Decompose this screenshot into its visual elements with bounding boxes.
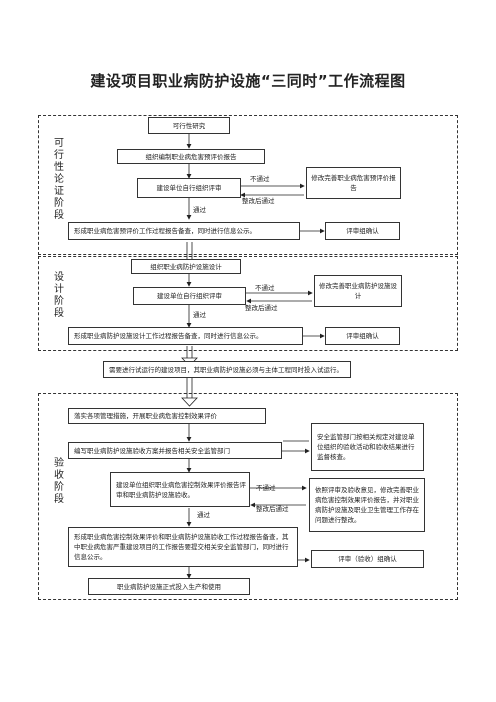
supervision-box: 安全监管部门按相关规定对建设单位组织的验收活动和验收结果进行监督核查。	[311, 423, 424, 471]
pass-label: 通过	[193, 311, 206, 319]
pass-label: 通过	[193, 206, 206, 214]
feasibility-study-box: 可行性研究	[148, 117, 230, 134]
acceptance-review-box: 建设单位组织职业病危害控制效果评价报告评审和职业病防护设施验收。	[110, 472, 250, 507]
stage-feasibility	[38, 115, 458, 255]
review-box: 建设单位自行组织评审	[137, 178, 241, 198]
revise-pass-label: 整改后通过	[245, 304, 278, 312]
prepare-pre-assessment-box: 组织编制职业病危害预评价报告	[117, 149, 265, 164]
acceptance-plan-box: 编写职业病防护设施验收方案并报告相关安全监管部门	[68, 442, 282, 459]
review-box: 建设单位自行组织评审	[133, 287, 246, 305]
stage2-label: 设计阶段	[54, 272, 64, 319]
revise-design-box: 修改完善职业病防护设施设计	[314, 275, 402, 307]
stage3-label: 验收阶段	[54, 458, 64, 505]
pass-label: 通过	[197, 511, 210, 519]
fail-label: 不通过	[255, 284, 275, 292]
stage-acceptance	[38, 393, 458, 600]
acceptance-confirm-box: 评审（验收）组确认	[311, 550, 424, 568]
revise-pass-label: 整改后通过	[256, 505, 289, 513]
page-title: 建设项目职业病防护设施“三同时”工作流程图	[90, 72, 406, 90]
result-box: 形成职业病危害预评价工作过程报告备查，同时进行信息公示。	[68, 222, 300, 240]
confirm-box: 评审组确认	[325, 222, 400, 240]
result-box: 形成职业病防护设施设计工作过程报告备查，同时进行信息公示。	[68, 327, 303, 345]
rectification-box: 依照评审及验收意见，修改完善职业病危害控制效果评价报告，并对职业病防护设施及职业…	[309, 478, 425, 532]
confirm-box: 评审组确认	[325, 327, 400, 345]
final-report-box: 形成职业病危害控制效果评价和职业病防护设施验收工作过程报告备查，其中职业病危害严…	[68, 527, 298, 567]
revise-pass-label: 整改后通过	[242, 197, 275, 205]
fail-label: 不通过	[250, 175, 270, 183]
formal-operation-box: 职业病防护设施正式投入生产和使用	[88, 578, 250, 595]
trial-run-note: 需要进行试运行的建设项目，其职业病防护设施必须与主体工程同时投入试运行。	[103, 361, 351, 378]
revise-report-box: 修改完善职业病危害预评价报告	[306, 167, 401, 199]
implement-measures-box: 落实各项管理措施，开展职业病危害控制效果评价	[68, 408, 266, 424]
stage-design	[38, 256, 458, 351]
stage1-label: 可行性论证阶段	[54, 138, 64, 221]
fail-label: 不通过	[256, 484, 276, 492]
design-box: 组织职业病防护设施设计	[131, 259, 241, 274]
